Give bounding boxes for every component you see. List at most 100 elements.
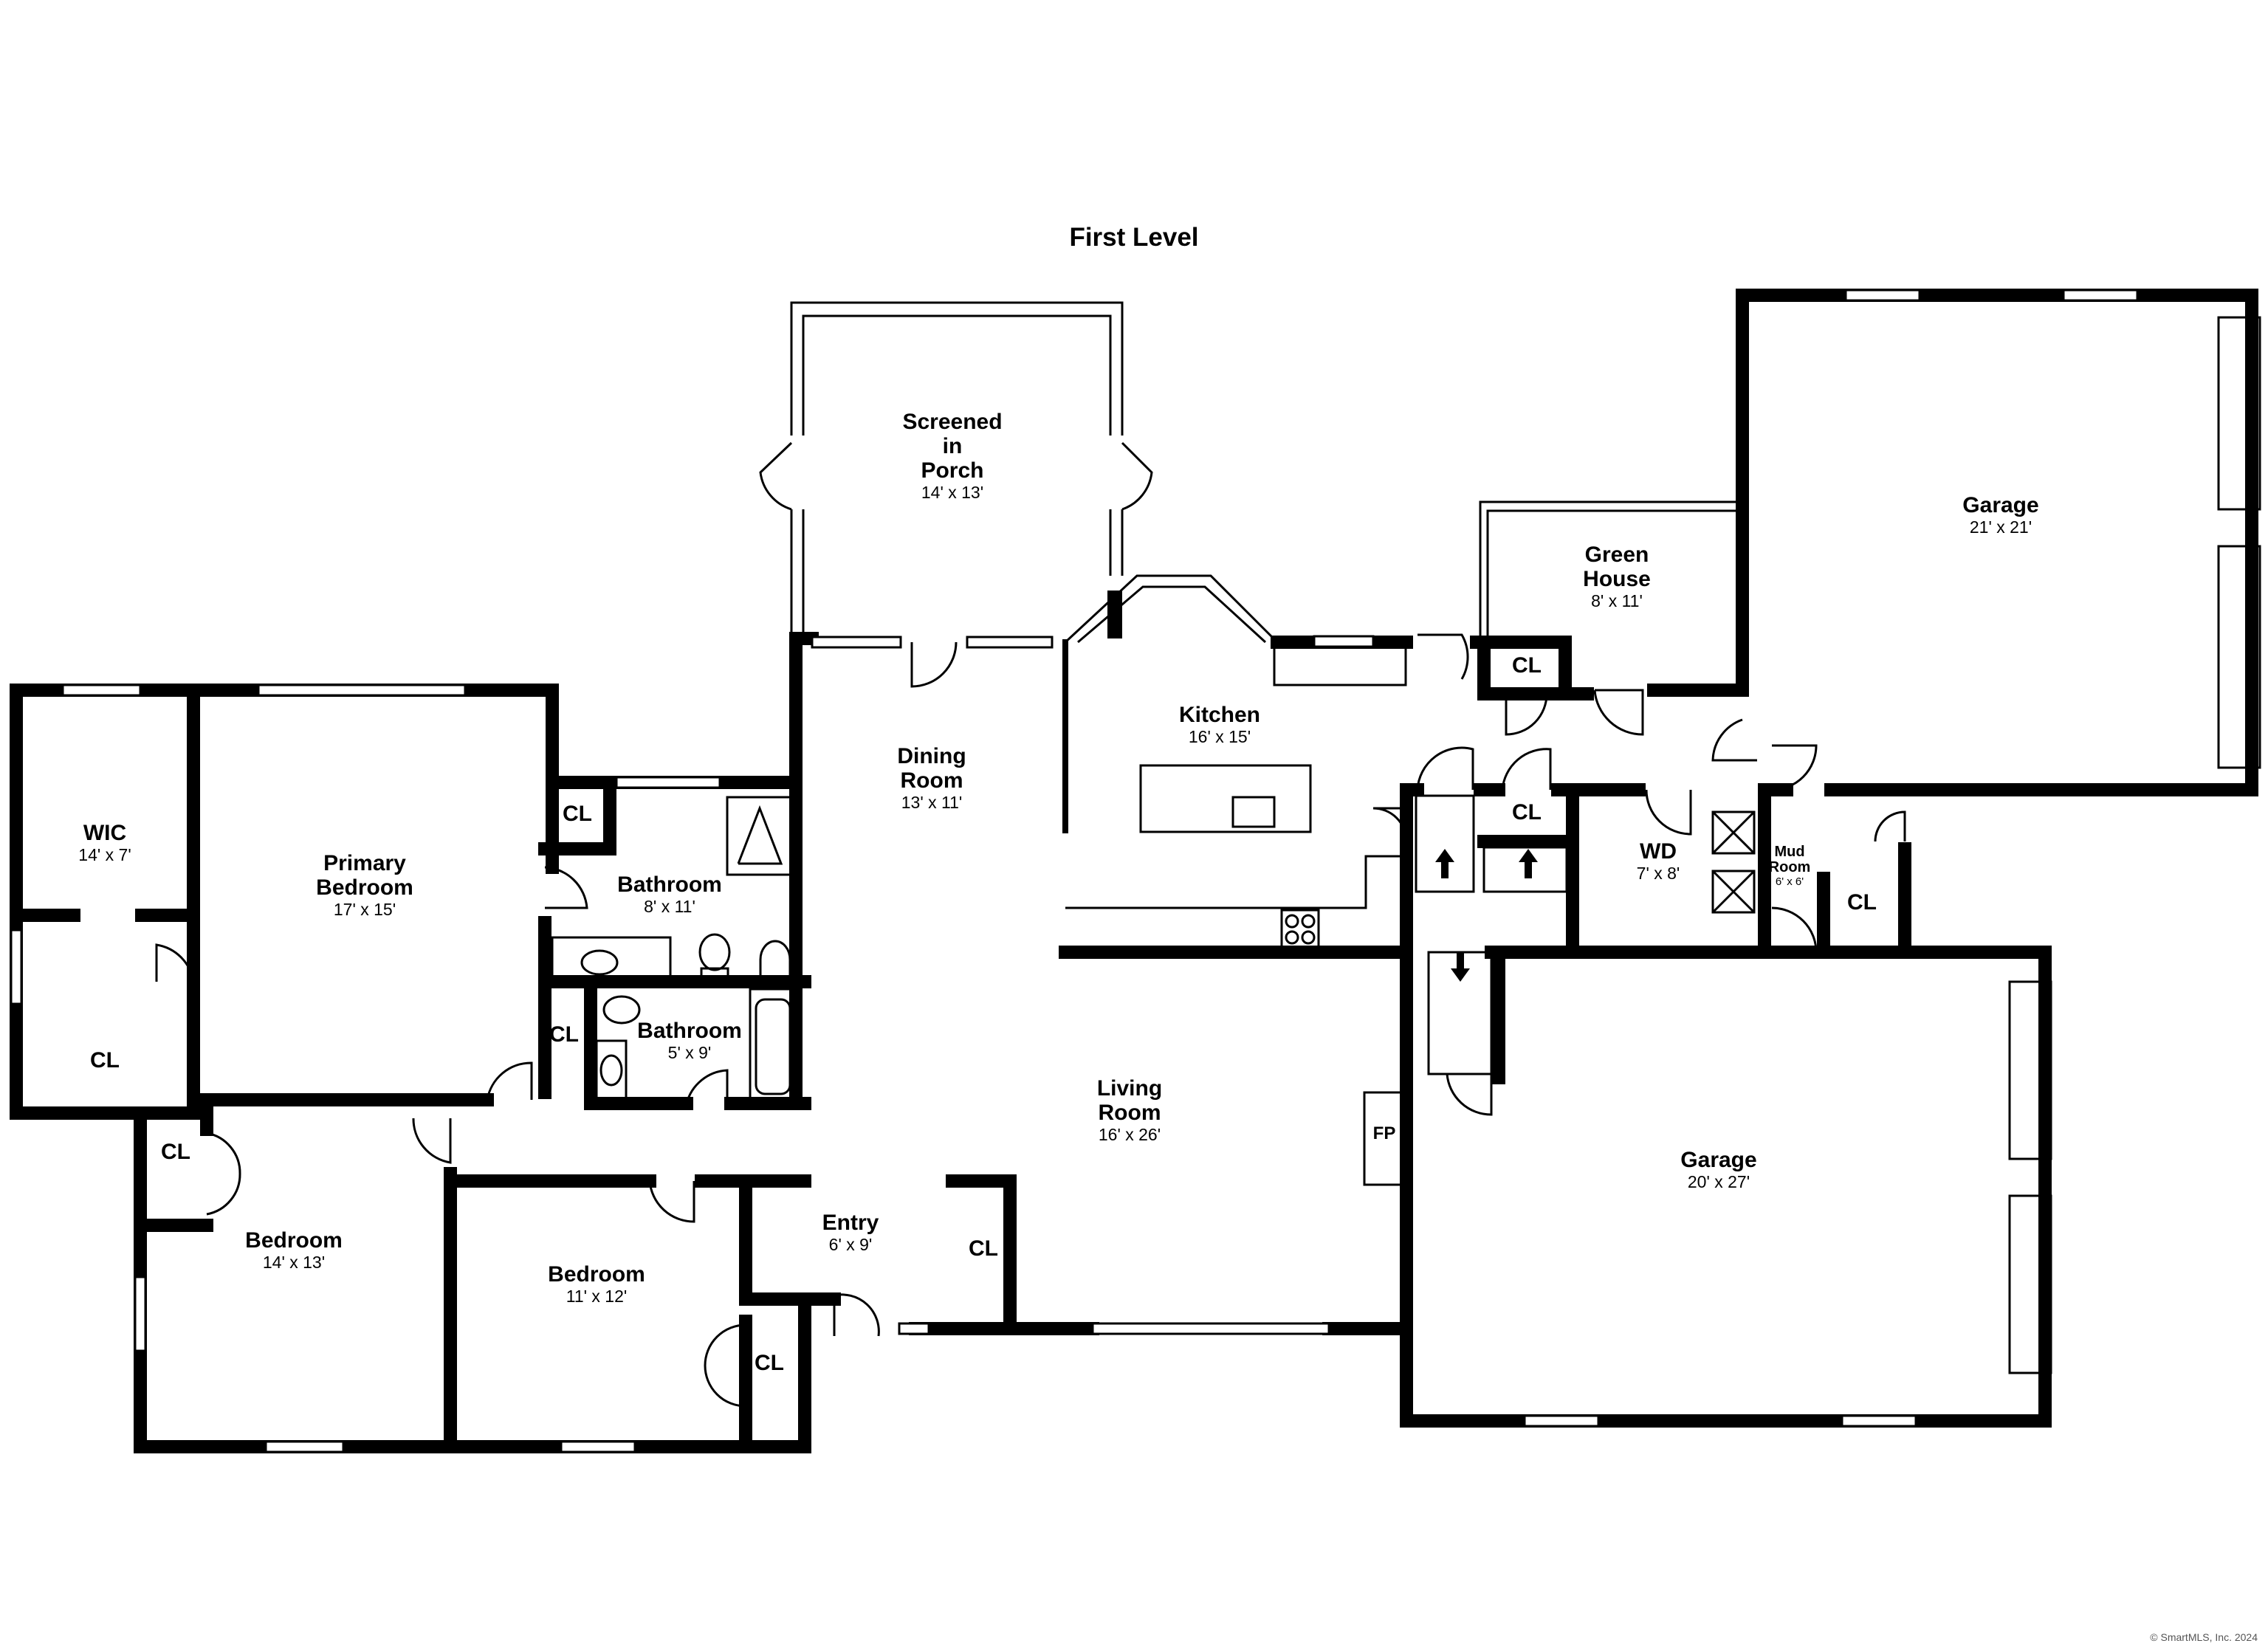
- closet-label: CL: [755, 1351, 784, 1375]
- door-swing: [910, 641, 958, 688]
- toilet-tank-main: [700, 967, 729, 980]
- doors: [155, 441, 1906, 1408]
- room-name: Bathroom: [617, 872, 722, 897]
- arrow-down-icon: [1451, 952, 1470, 982]
- room-dimensions: 16' x 15': [1188, 727, 1251, 746]
- room-name: Dining Room: [897, 744, 966, 793]
- window: [1841, 1414, 1917, 1428]
- door-swing: [1593, 689, 1644, 736]
- fireplace: [1363, 1091, 1406, 1186]
- room-mud-room: Mud Room 6' x 6': [1769, 844, 1811, 889]
- plan-title: First Level: [1069, 223, 1199, 252]
- door-swing: [1645, 789, 1692, 836]
- room-dimensions: 6' x 6': [1775, 875, 1804, 888]
- walls: [10, 289, 2258, 1453]
- room-name: Kitchen: [1178, 703, 1261, 727]
- door-swing: [648, 1180, 695, 1223]
- room-dimensions: 20' x 27': [1687, 1172, 1750, 1191]
- window: [898, 1322, 930, 1335]
- greenhouse-frame: [1479, 500, 1742, 642]
- toilet-small: [602, 995, 641, 1025]
- window: [966, 636, 1054, 649]
- room-dimensions: 13' x 11': [901, 793, 963, 812]
- room-dimensions: 8' x 11': [1591, 591, 1643, 610]
- room-name: Bathroom: [637, 1019, 742, 1043]
- door-swing: [1372, 807, 1408, 842]
- window: [560, 1440, 636, 1453]
- door-swing: [412, 1118, 452, 1164]
- window: [134, 1276, 147, 1352]
- closet-label: CL: [1512, 653, 1542, 678]
- burner: [1285, 930, 1299, 945]
- room-garage-south: Garage 20' x 27': [1680, 1148, 1756, 1191]
- room-entry: Entry 6' x 9': [822, 1211, 879, 1254]
- room-dimensions: 8' x 11': [644, 897, 695, 916]
- door-swing: [704, 1323, 746, 1408]
- door-swing: [1711, 718, 1757, 762]
- room-dimensions: 6' x 9': [828, 1235, 873, 1254]
- closet-label: CL: [161, 1140, 190, 1164]
- room-dimensions: 21' x 21': [1969, 517, 2032, 537]
- bay-window-inner: [1077, 585, 1267, 644]
- arrow-up-icon: [1435, 849, 1454, 878]
- door-swing: [1771, 744, 1818, 791]
- window: [264, 1440, 345, 1453]
- toilet-main: [698, 933, 731, 971]
- room-name: Bedroom: [548, 1262, 645, 1287]
- room-name: WD: [1640, 839, 1677, 864]
- vanity-main: [551, 936, 672, 982]
- room-wd: WD 7' x 8': [1637, 839, 1680, 883]
- room-dimensions: 16' x 26': [1098, 1125, 1161, 1144]
- window: [257, 684, 467, 697]
- closet-label: CL: [969, 1236, 998, 1261]
- room-dimensions: 14' x 7': [78, 845, 131, 864]
- garage-door-south-1: [2008, 980, 2052, 1160]
- kitchen-sink: [1231, 796, 1276, 828]
- copyright: © SmartMLS, Inc. 2024: [2150, 1631, 2258, 1643]
- door-swing: [685, 1069, 729, 1104]
- closet-label: CL: [1512, 800, 1542, 824]
- room-name: Living Room: [1096, 1076, 1163, 1125]
- cooktop: [1280, 909, 1320, 949]
- room-name: Green House: [1583, 543, 1651, 591]
- room-name: Bedroom: [245, 1228, 343, 1253]
- door-swing: [486, 1061, 533, 1101]
- stair-up-1: [1415, 794, 1475, 893]
- window: [1523, 1414, 1600, 1428]
- stair-up-2: [1482, 846, 1568, 893]
- garage-door-south-2: [2008, 1194, 2052, 1374]
- wall-northwest: [10, 643, 803, 789]
- room-dimensions: 7' x 8': [1636, 864, 1680, 883]
- washer: [1711, 810, 1756, 855]
- sink-main: [580, 949, 619, 976]
- stair-arrows: [1435, 849, 1538, 982]
- vanity-small: [595, 1039, 628, 1101]
- burner: [1285, 914, 1299, 929]
- room-wic: WIC 14' x 7': [78, 821, 131, 864]
- room-bedroom-mid: Bedroom 11' x 12': [548, 1262, 645, 1306]
- room-bathroom-small: Bathroom 5' x 9': [637, 1019, 742, 1062]
- dryer-x2: [1711, 870, 1756, 914]
- door-swing: [1446, 1073, 1493, 1116]
- bathtub-inner: [755, 998, 791, 1095]
- room-bedroom-west: Bedroom 14' x 13': [245, 1228, 343, 1272]
- room-name: Garage: [1680, 1148, 1757, 1172]
- room-dimensions: 14' x 13': [921, 483, 984, 502]
- door-swing: [1416, 746, 1474, 791]
- garage-door-north-1: [2217, 316, 2261, 511]
- door-swing: [1874, 810, 1906, 842]
- wall-cl-kitchen: [1477, 636, 1572, 700]
- room-name: Primary Bedroom: [316, 851, 413, 900]
- door-swing: [1418, 633, 1469, 680]
- room-dimensions: 11' x 12': [566, 1287, 628, 1306]
- room-dimensions: 17' x 15': [333, 900, 396, 919]
- room-screened-porch: Screened in Porch 14' x 13': [902, 410, 1002, 502]
- burner: [1301, 914, 1316, 929]
- porch-frame: [790, 301, 1124, 436]
- bay-window: [1064, 574, 1279, 644]
- wall-garage-north: [1736, 289, 2258, 796]
- closet-label: CL: [549, 1022, 579, 1047]
- room-garage-north: Garage 21' x 21': [1962, 493, 2038, 537]
- window: [1844, 289, 1921, 302]
